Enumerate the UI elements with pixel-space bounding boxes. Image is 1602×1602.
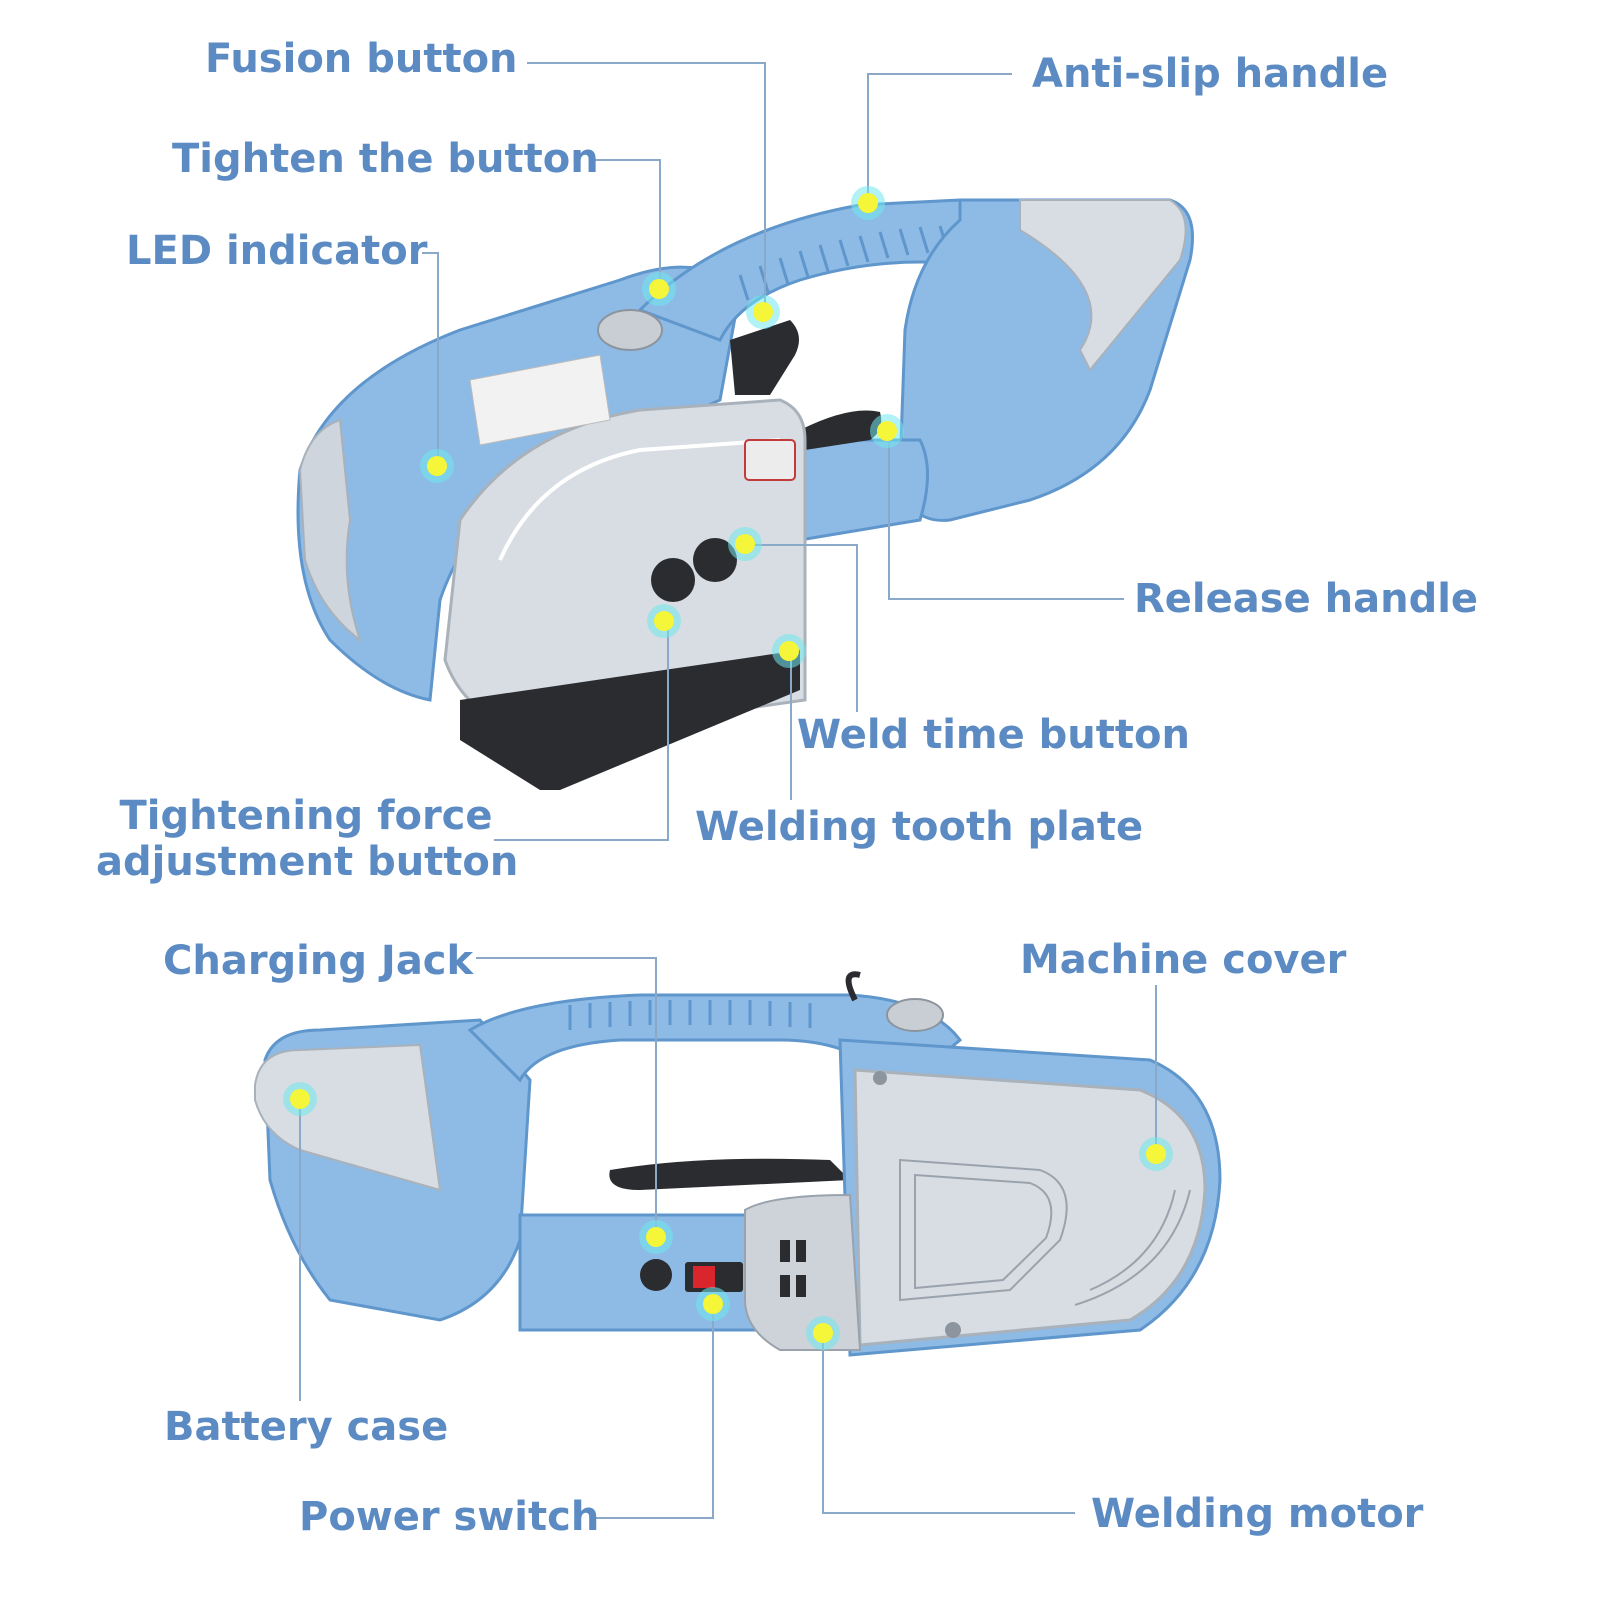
leader-line-weld-time-button bbox=[745, 544, 858, 712]
leader-line-led-indicator bbox=[422, 252, 439, 466]
callout-marker-charging-jack bbox=[639, 1220, 673, 1254]
label-battery-case: Battery case bbox=[164, 1404, 449, 1450]
label-welding-tooth-plate: Welding tooth plate bbox=[695, 804, 1144, 850]
label-power-switch: Power switch bbox=[299, 1494, 600, 1540]
callout-marker-tighten-button bbox=[642, 272, 676, 306]
callout-marker-weld-time-button bbox=[728, 527, 762, 561]
label-tightening-force-line2: adjustment button bbox=[96, 839, 519, 885]
callout-marker-machine-cover bbox=[1139, 1137, 1173, 1171]
leader-line-release-handle bbox=[888, 430, 1124, 600]
label-anti-slip-handle: Anti-slip handle bbox=[1032, 51, 1389, 97]
label-tightening-force: Tightening force adjustment button bbox=[96, 793, 519, 885]
callout-marker-led-indicator bbox=[420, 449, 454, 483]
label-tightening-force-line1: Tightening force bbox=[119, 793, 493, 839]
leader-line-tighten-button bbox=[595, 159, 661, 288]
label-led-indicator: LED indicator bbox=[126, 228, 428, 274]
callout-marker-release-handle bbox=[870, 414, 904, 448]
label-release-handle: Release handle bbox=[1134, 576, 1479, 622]
callout-marker-welding-motor bbox=[806, 1316, 840, 1350]
callout-marker-power-switch bbox=[696, 1287, 730, 1321]
leader-line-anti-slip-handle bbox=[867, 73, 1012, 203]
leader-line-charging-jack bbox=[476, 957, 657, 1237]
leader-line-power-switch bbox=[596, 1303, 714, 1519]
callout-marker-anti-slip-handle bbox=[851, 186, 885, 220]
label-machine-cover: Machine cover bbox=[1020, 937, 1347, 983]
callout-marker-battery-case bbox=[283, 1082, 317, 1116]
leader-line-fusion-button bbox=[527, 62, 766, 312]
callout-marker-fusion-button bbox=[746, 295, 780, 329]
label-tighten-button: Tighten the button bbox=[172, 136, 599, 182]
label-weld-time-button: Weld time button bbox=[797, 712, 1190, 758]
callout-marker-tightening-force bbox=[647, 604, 681, 638]
leader-line-welding-motor bbox=[822, 1333, 1075, 1514]
label-fusion-button: Fusion button bbox=[205, 36, 518, 82]
label-charging-jack: Charging Jack bbox=[163, 938, 474, 984]
leader-line-tightening-force bbox=[494, 621, 669, 841]
label-welding-motor: Welding motor bbox=[1091, 1491, 1424, 1537]
callout-marker-welding-tooth-plate bbox=[772, 634, 806, 668]
